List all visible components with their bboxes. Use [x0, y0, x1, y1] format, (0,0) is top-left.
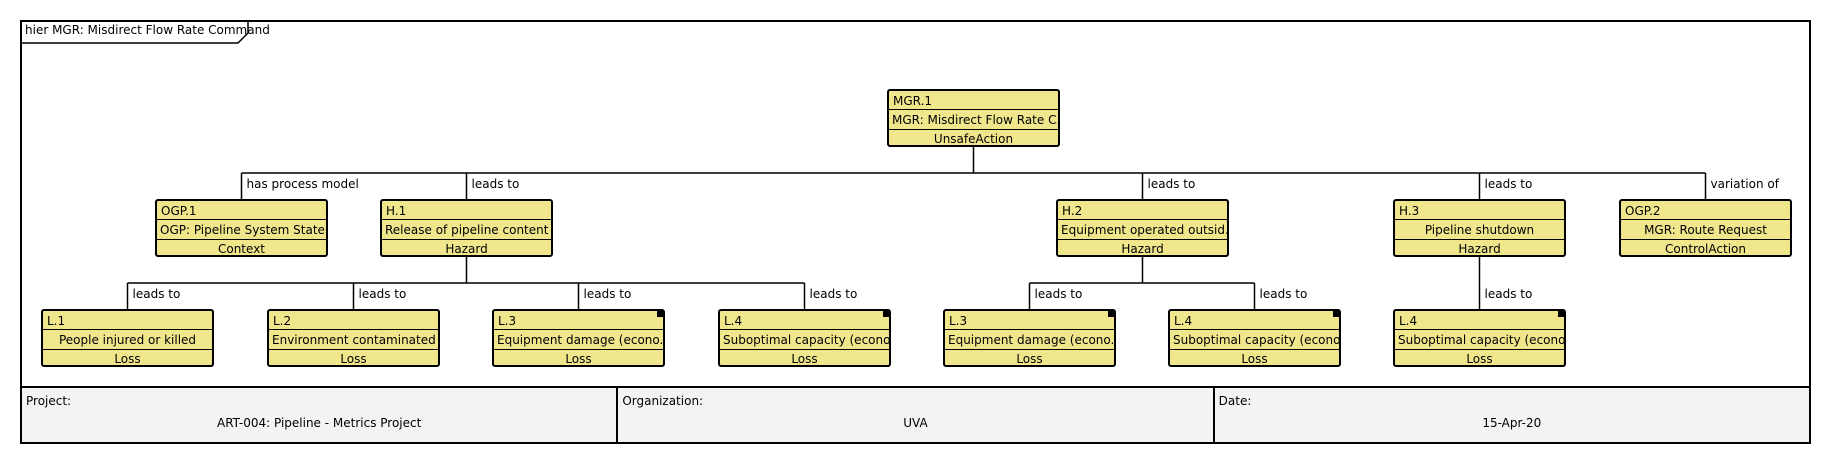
node-id: L.3 [949, 314, 968, 328]
node-id: H.1 [386, 204, 407, 218]
node-name: MGR: Misdirect Flow Rate C... [889, 109, 1058, 130]
node-id: H.3 [1399, 204, 1420, 218]
node-id: L.4 [1399, 314, 1418, 328]
date-cell: Date: 15-Apr-20 [1215, 388, 1809, 442]
node-name: Equipment operated outsid... [1058, 219, 1227, 240]
node-id: L.1 [47, 314, 66, 328]
node-corner-marker [1108, 311, 1114, 317]
node-type: Loss [494, 349, 663, 368]
edge-label-l4b: leads to [1259, 287, 1308, 301]
project-value: ART-004: Pipeline - Metrics Project [216, 416, 422, 430]
node-id: OGP.2 [1625, 204, 1661, 218]
node-name: MGR: Route Request [1621, 219, 1790, 240]
node-id: L.4 [1174, 314, 1193, 328]
edge-label-l3b: leads to [1034, 287, 1083, 301]
node-name: Release of pipeline content [382, 219, 551, 240]
node-corner-marker [883, 311, 889, 317]
edge-label-h2: leads to [1147, 177, 1196, 191]
node-id: L.3 [498, 314, 517, 328]
node-corner-marker [1558, 311, 1564, 317]
node-name: Equipment damage (econo... [494, 329, 663, 350]
project-cell: Project: ART-004: Pipeline - Metrics Pro… [22, 388, 619, 442]
edge-label-l1: leads to [132, 287, 181, 301]
edge-label-h1: leads to [471, 177, 520, 191]
node-corner-marker [1333, 311, 1339, 317]
edge-label-l2: leads to [358, 287, 407, 301]
node-type: Hazard [1058, 239, 1227, 258]
node-name: People injured or killed [43, 329, 212, 350]
node-type: Loss [1395, 349, 1564, 368]
date-label: Date: [1218, 394, 1252, 408]
node-name: Suboptimal capacity (econo... [1170, 329, 1339, 350]
node-id: MGR.1 [893, 94, 933, 108]
date-value: 15-Apr-20 [1482, 416, 1542, 430]
edge-label-ogp2: variation of [1710, 177, 1779, 191]
organization-label: Organization: [622, 394, 704, 408]
footer-divider [20, 386, 1811, 388]
node-type: Hazard [382, 239, 551, 258]
node-type: Loss [43, 349, 212, 368]
node-type: UnsafeAction [889, 129, 1058, 148]
node-type: Hazard [1395, 239, 1564, 258]
title-block: Project: ART-004: Pipeline - Metrics Pro… [20, 388, 1811, 444]
edge-label-l3a: leads to [583, 287, 632, 301]
node-name: Suboptimal capacity (econo... [1395, 329, 1564, 350]
node-name: Pipeline shutdown [1395, 219, 1564, 240]
edge-label-h3: leads to [1484, 177, 1533, 191]
node-type: Loss [720, 349, 889, 368]
node-type: Context [157, 239, 326, 258]
organization-cell: Organization: UVA [618, 388, 1215, 442]
diagram-title: hier MGR: Misdirect Flow Rate Command [25, 23, 270, 37]
edge-label-l4c: leads to [1484, 287, 1533, 301]
node-name: Environment contaminated [269, 329, 438, 350]
node-corner-marker [657, 311, 663, 317]
node-id: L.4 [724, 314, 743, 328]
node-type: Loss [945, 349, 1114, 368]
node-id: L.2 [273, 314, 292, 328]
frame-tab-shape [20, 20, 249, 44]
node-name: OGP: Pipeline System State [157, 219, 326, 240]
node-name: Suboptimal capacity (econo... [720, 329, 889, 350]
node-type: Loss [269, 349, 438, 368]
edge-label-l4a: leads to [809, 287, 858, 301]
node-id: H.2 [1062, 204, 1083, 218]
node-type: Loss [1170, 349, 1339, 368]
node-type: ControlAction [1621, 239, 1790, 258]
organization-value: UVA [903, 416, 928, 430]
node-name: Equipment damage (econo... [945, 329, 1114, 350]
edge-label-ogp1: has process model [246, 177, 359, 191]
node-id: OGP.1 [161, 204, 197, 218]
project-label: Project: [26, 394, 72, 408]
